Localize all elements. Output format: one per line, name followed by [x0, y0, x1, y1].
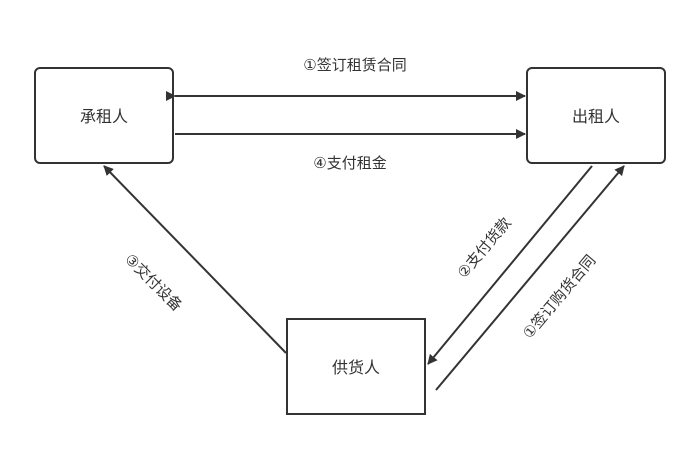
edge-pay-rent-label: ④支付租金 [313, 154, 386, 172]
node-lessor: 出租人 [526, 67, 666, 164]
edge-pay-goods-arrow [427, 165, 593, 365]
edge-deliver-equipment-label: ③交付设备 [121, 250, 186, 315]
edge-sign-lease-label: ①签订租赁合同 [303, 56, 406, 74]
edge-sign-purchase-label: ①签订购货合同 [519, 251, 599, 342]
node-lessor-label: 出租人 [572, 107, 620, 126]
node-lessee-label: 承租人 [80, 107, 128, 126]
edge-deliver-equipment-arrow [103, 165, 287, 354]
node-supplier: 供货人 [286, 318, 426, 415]
node-supplier-label: 供货人 [332, 358, 380, 377]
edge-sign-purchase-arrow [435, 165, 625, 391]
node-lessee: 承租人 [34, 67, 174, 164]
